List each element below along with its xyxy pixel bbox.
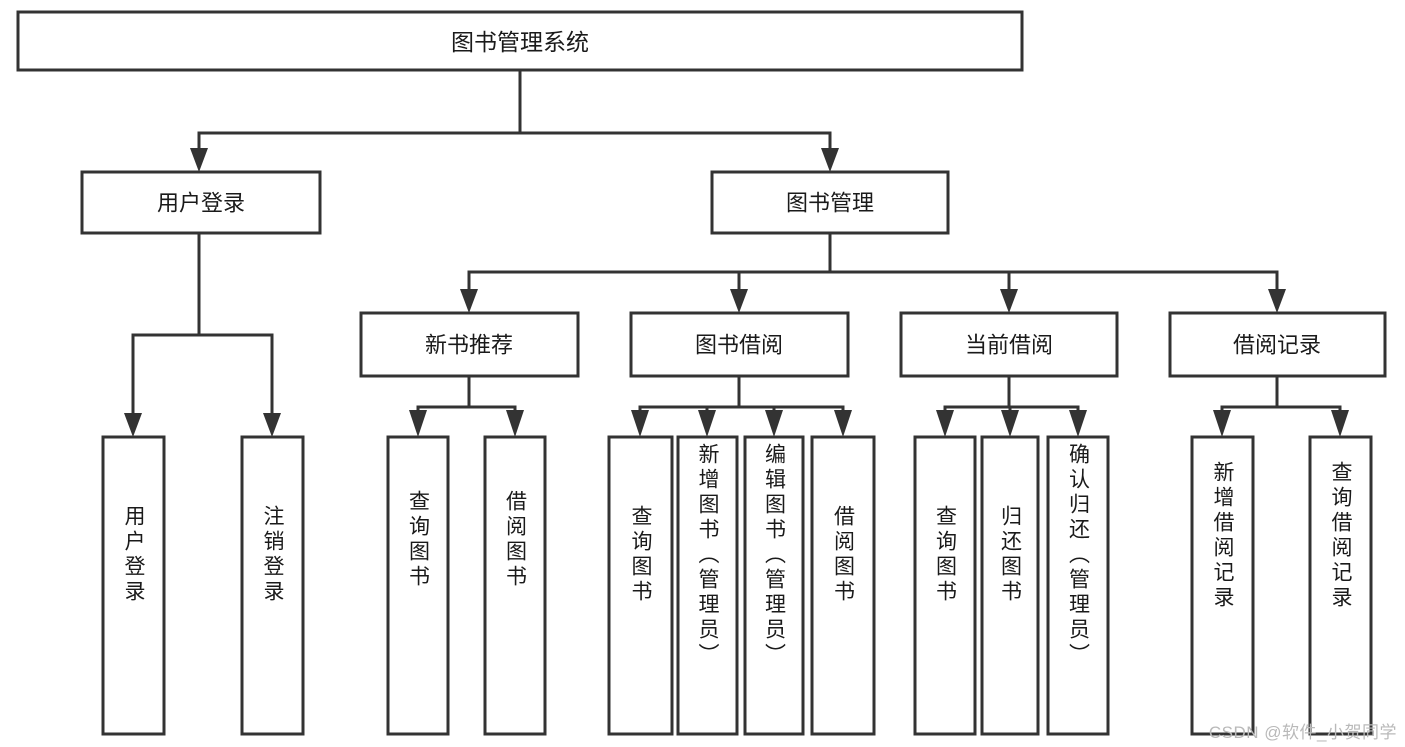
arrow-head-newbook	[460, 289, 478, 313]
connector-group-root	[190, 68, 839, 172]
connector-group-current	[936, 374, 1087, 437]
node-current[interactable]: 当前借阅	[899, 311, 1119, 378]
node-leaf-4-2-box[interactable]	[980, 435, 1040, 736]
arrow-head-leaf-3-2	[698, 410, 716, 437]
arrow-head-current	[1000, 289, 1018, 313]
arrow-head-leaf-5-1	[1213, 410, 1231, 437]
node-borrow-box[interactable]	[629, 311, 850, 378]
arrow-head-leaf-4-3	[1069, 410, 1087, 437]
node-leaf-4-1-box[interactable]	[913, 435, 977, 736]
node-newbook-box[interactable]	[359, 311, 580, 378]
arrow-head-leaf-1-1	[124, 413, 142, 437]
connector-group-bookmgmt	[460, 231, 1286, 313]
node-leaf-5-1-box[interactable]	[1190, 435, 1255, 736]
node-leaf-3-3-box[interactable]	[743, 435, 805, 736]
arrow-head-login	[190, 148, 208, 172]
arrow-head-bookmgmt	[821, 148, 839, 172]
arrow-head-leaf-5-2	[1331, 410, 1349, 437]
node-root-box[interactable]	[16, 10, 1024, 72]
node-root[interactable]: 图书管理系统	[16, 10, 1024, 72]
node-root-label: 图书管理系统	[451, 29, 589, 55]
node-leaf-1-1-box[interactable]	[101, 435, 166, 736]
node-newbook[interactable]: 新书推荐	[359, 311, 580, 378]
node-leaf-3-1-box[interactable]	[607, 435, 674, 736]
arrow-head-leaf-2-2	[506, 410, 524, 437]
watermark: CSDN @软件_小贺同学	[1208, 723, 1397, 742]
node-leaf-2-1-box[interactable]	[386, 435, 450, 736]
arrow-head-leaf-2-1	[409, 410, 427, 437]
arrow-head-leaf-3-1	[631, 410, 649, 437]
connector-group-login	[124, 231, 281, 437]
node-records[interactable]: 借阅记录	[1168, 311, 1387, 378]
node-leaf-3-2-box[interactable]	[676, 435, 739, 736]
node-records-label: 借阅记录	[1233, 333, 1321, 358]
node-borrow[interactable]: 图书借阅	[629, 311, 850, 378]
node-newbook-label: 新书推荐	[425, 333, 513, 358]
arrow-head-leaf-3-4	[834, 410, 852, 437]
connector-group-newbook	[409, 374, 524, 437]
arrow-head-borrow	[730, 289, 748, 313]
connector-group-borrow	[631, 374, 852, 437]
node-records-box[interactable]	[1168, 311, 1387, 378]
node-leaf-1-2-box[interactable]	[240, 435, 305, 736]
node-leaf-4-3-box[interactable]	[1046, 435, 1110, 736]
node-login-box[interactable]	[80, 170, 322, 235]
arrow-head-leaf-4-2	[1001, 410, 1019, 437]
connector-group-records	[1213, 374, 1349, 437]
node-leaf-5-2-box[interactable]	[1308, 435, 1373, 736]
arrow-head-leaf-3-3	[765, 410, 783, 437]
node-current-label: 当前借阅	[965, 333, 1053, 358]
node-leaf-2-2-box[interactable]	[483, 435, 547, 736]
node-bookmgmt[interactable]: 图书管理	[710, 170, 950, 235]
arrow-head-leaf-1-2	[263, 413, 281, 437]
node-bookmgmt-box[interactable]	[710, 170, 950, 235]
node-leaf-3-4-box[interactable]	[810, 435, 876, 736]
node-bookmgmt-label: 图书管理	[786, 191, 874, 216]
node-current-box[interactable]	[899, 311, 1119, 378]
node-borrow-label: 图书借阅	[695, 333, 783, 358]
node-login[interactable]: 用户登录	[80, 170, 322, 235]
arrow-head-records	[1268, 289, 1286, 313]
arrow-head-leaf-4-1	[936, 410, 954, 437]
node-login-label: 用户登录	[157, 191, 245, 216]
